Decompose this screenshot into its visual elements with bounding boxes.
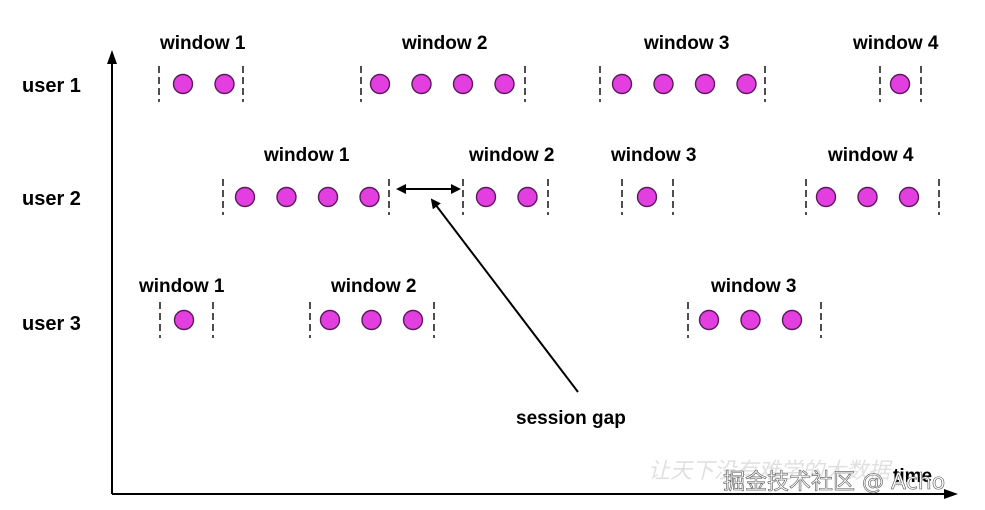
event-dot: [517, 186, 538, 208]
event-dot: [898, 186, 920, 208]
event-dot: [411, 73, 432, 95]
event-dot: [452, 73, 474, 95]
event-dot: [369, 73, 391, 95]
event-dot: [889, 73, 911, 95]
window-u3-w2: window 2: [309, 276, 435, 338]
window-label: window 2: [330, 276, 417, 297]
event-dot: [402, 309, 424, 331]
window-u1-w3: window 3: [599, 33, 766, 102]
event-dot: [173, 309, 195, 331]
event-dot: [172, 73, 194, 95]
window-u1-w1: window 1: [158, 33, 246, 102]
event-dot: [694, 73, 716, 95]
row-label-user-3: user 3: [22, 313, 81, 335]
window-u3-w1: window 1: [138, 276, 225, 338]
window-label: window 3: [610, 145, 697, 166]
event-dot: [214, 73, 235, 95]
window-label: window 3: [710, 276, 797, 297]
event-dot: [736, 73, 757, 95]
windows-layer: window 1 window 2 window 3 window 4 window 1…: [138, 33, 940, 338]
event-dot: [781, 309, 803, 331]
event-dot: [611, 73, 633, 95]
watermark-faint-text: 让天下没有难学的大数据: [648, 459, 893, 484]
window-label: window 2: [401, 33, 488, 54]
watermark-text: 掘金技术社区 @ Acho: [723, 470, 945, 495]
event-dot: [234, 186, 256, 208]
event-dot: [319, 309, 341, 331]
window-u1-w2: window 2: [360, 33, 526, 102]
window-label: window 2: [468, 145, 555, 166]
window-label: window 4: [827, 145, 914, 166]
session-gap-label: session gap: [516, 408, 626, 429]
event-dot: [857, 186, 878, 208]
event-dot: [815, 186, 837, 208]
window-u3-w3: window 3: [687, 276, 822, 338]
window-label: window 3: [643, 33, 730, 54]
x-axis-arrow-icon: [944, 489, 958, 499]
window-label: window 1: [263, 145, 350, 166]
window-u2-w2: window 2: [462, 145, 555, 215]
session-gap-indicator: session gap: [396, 184, 626, 429]
x-axis-label: time: [893, 466, 932, 487]
window-u1-w4: window 4: [852, 33, 939, 102]
event-dot: [740, 309, 761, 331]
event-dot: [653, 73, 674, 95]
session-gap-pointer-arrow: [430, 198, 579, 393]
axes: [107, 50, 958, 499]
event-dot: [636, 186, 658, 208]
event-dot: [276, 186, 297, 208]
row-labels: user 1 user 2 user 3: [22, 75, 81, 335]
y-axis-arrow-icon: [107, 50, 117, 64]
window-label: window 1: [138, 276, 225, 297]
row-label-user-1: user 1: [22, 75, 81, 97]
event-dot: [698, 309, 720, 331]
window-u2-w1: window 1: [222, 145, 390, 215]
event-dot: [359, 186, 380, 208]
event-dot: [361, 309, 382, 331]
row-label-user-2: user 2: [22, 188, 81, 210]
event-dot: [494, 73, 515, 95]
window-label: window 1: [159, 33, 246, 54]
event-dot: [475, 186, 497, 208]
window-u2-w3: window 3: [610, 145, 697, 215]
window-u2-w4: window 4: [805, 145, 940, 215]
window-label: window 4: [852, 33, 939, 54]
event-dot: [317, 186, 339, 208]
